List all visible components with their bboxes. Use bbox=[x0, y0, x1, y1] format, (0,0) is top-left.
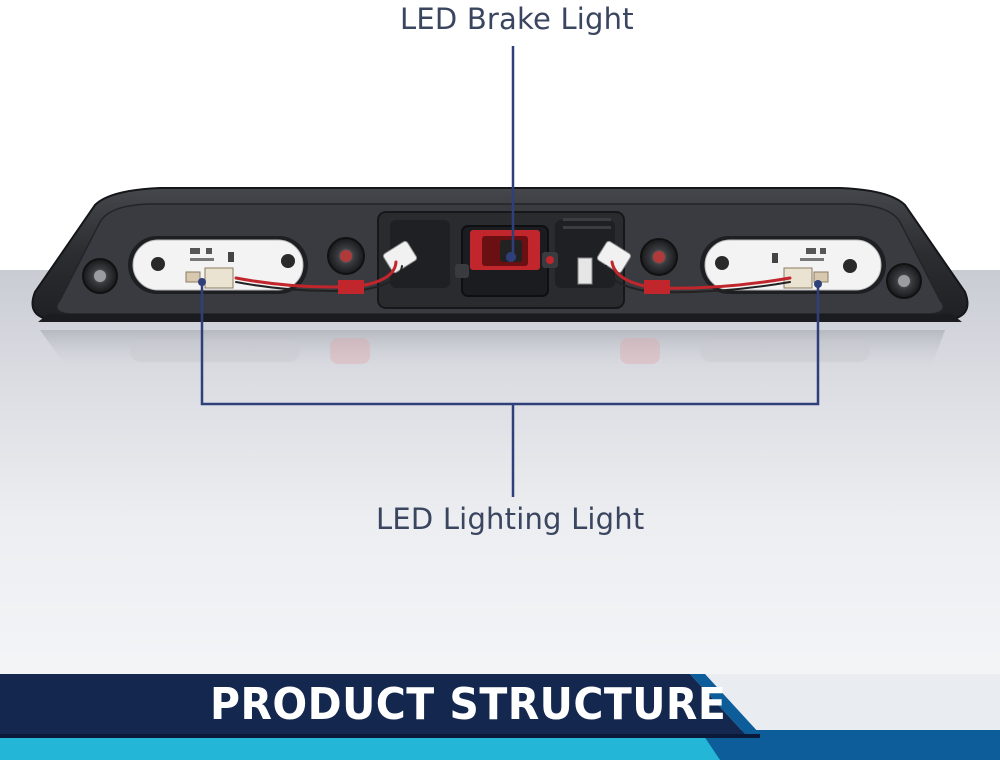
right-end-socket bbox=[886, 263, 922, 299]
left-end-socket bbox=[82, 258, 118, 294]
center-brake-module bbox=[377, 211, 625, 309]
right-led-board bbox=[700, 236, 886, 294]
section-title: PRODUCT STRUCTURE bbox=[210, 679, 727, 730]
left-inner-socket bbox=[327, 237, 365, 275]
lighting-light-label: LED Lighting Light bbox=[376, 502, 645, 536]
left-led-board bbox=[128, 236, 308, 294]
brake-light-label: LED Brake Light bbox=[400, 2, 634, 36]
brake-callout-line bbox=[506, 46, 516, 262]
right-inner-socket bbox=[640, 238, 678, 276]
section-banner bbox=[0, 674, 1000, 760]
left-connector bbox=[382, 240, 418, 274]
housing-reflection bbox=[40, 330, 945, 372]
right-connector bbox=[596, 240, 632, 274]
wiring-harness bbox=[234, 260, 792, 294]
lighting-callout-bracket bbox=[198, 278, 822, 497]
